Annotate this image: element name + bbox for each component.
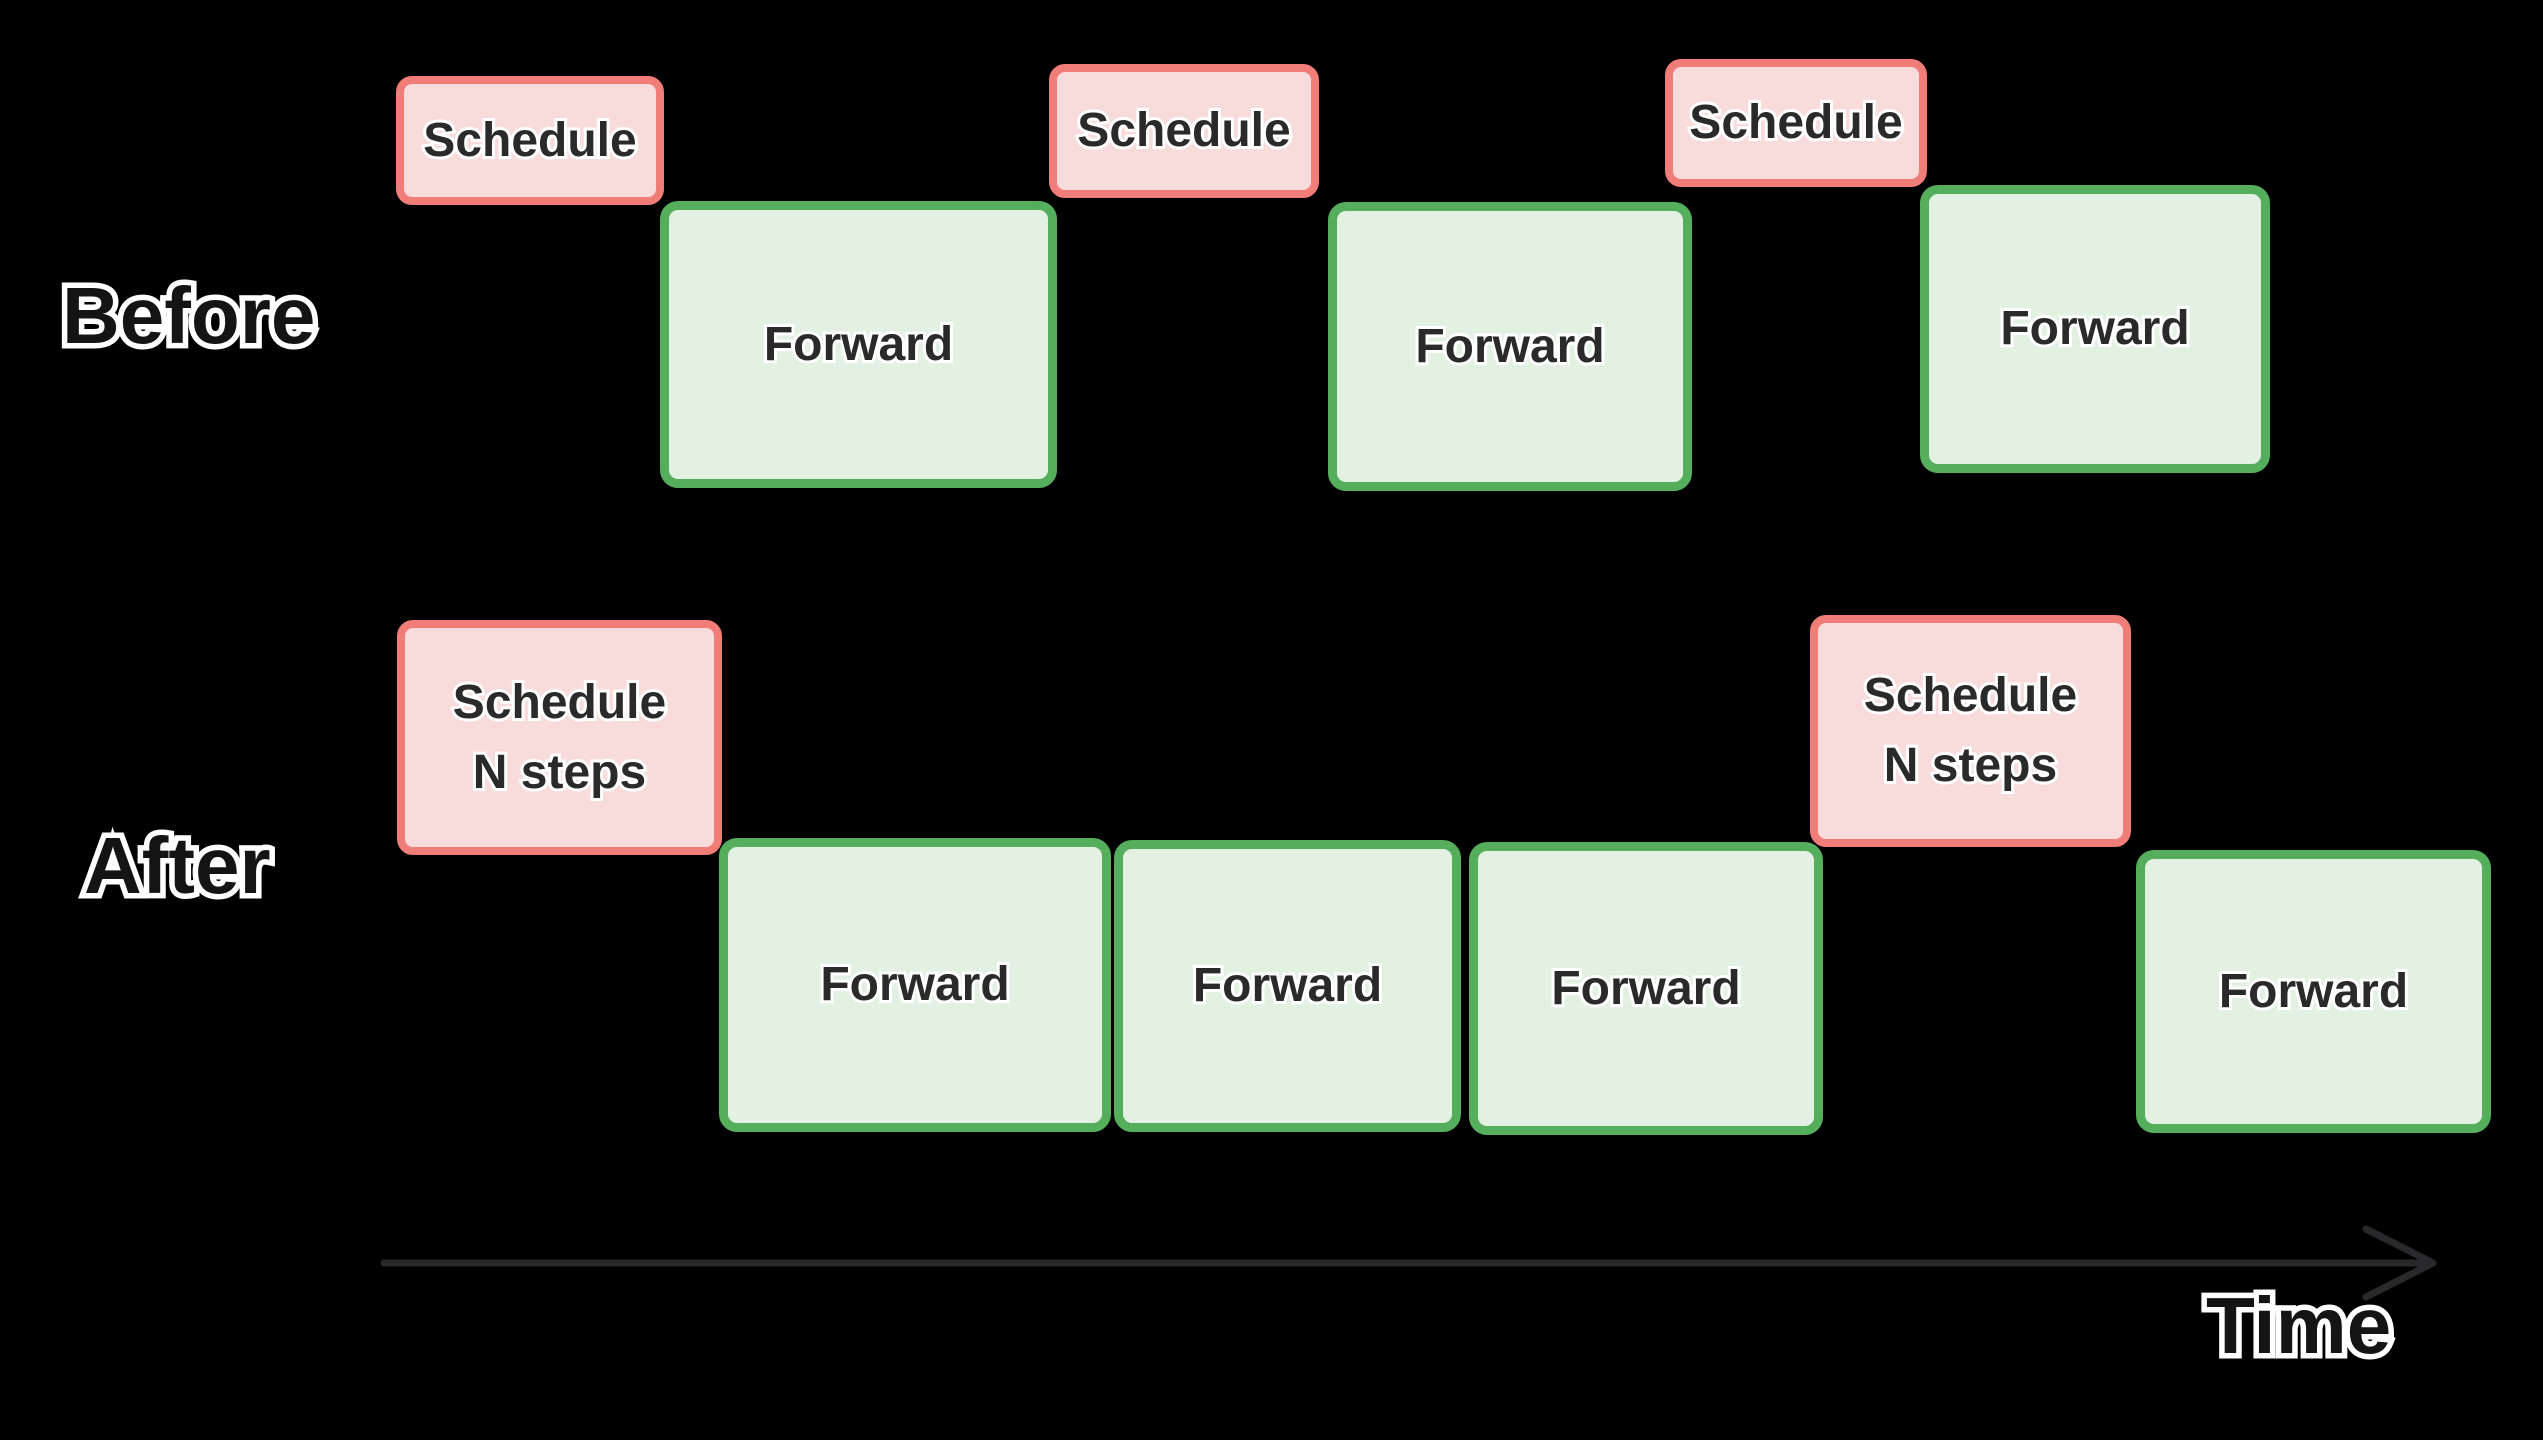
before-schedule-box-1: Schedule Schedule bbox=[396, 76, 664, 205]
label-outline-layer: Forward bbox=[1412, 319, 1607, 373]
label-outline-layer: Time bbox=[2200, 1280, 2396, 1371]
after-schedule-n-steps-box-2: Schedule Schedule N steps N steps bbox=[1810, 615, 2131, 847]
schedule-box-label: Schedule Schedule N steps N steps bbox=[1861, 669, 2080, 793]
forward-box-label: Forward Forward bbox=[1412, 319, 1607, 373]
label-outline-layer: Forward bbox=[2216, 964, 2411, 1018]
before-schedule-box-2: Schedule Schedule bbox=[1049, 64, 1319, 198]
label-outline-layer: Forward bbox=[761, 317, 956, 371]
after-forward-box-3: Forward Forward bbox=[1469, 842, 1823, 1135]
schedule-box-line-1: Schedule Schedule bbox=[450, 675, 669, 729]
before-forward-box-2: Forward Forward bbox=[1328, 202, 1692, 491]
label-outline-layer: Schedule bbox=[450, 675, 669, 729]
time-axis-label: Time Time bbox=[2200, 1280, 2396, 1371]
after-schedule-n-steps-box-1: Schedule Schedule N steps N steps bbox=[397, 620, 722, 855]
label-outline-layer: Schedule bbox=[1686, 96, 1905, 150]
before-row-label: Before Before bbox=[56, 270, 320, 361]
label-fill-layer: Schedule bbox=[1077, 104, 1291, 157]
label-fill-layer: Schedule bbox=[452, 675, 667, 729]
label-outline-layer: Schedule bbox=[1861, 669, 2080, 723]
label-fill-layer: After bbox=[84, 821, 271, 910]
label-fill-layer: Before bbox=[62, 271, 316, 360]
before-schedule-box-3: Schedule Schedule bbox=[1665, 59, 1927, 187]
label-outline-layer: Before bbox=[56, 270, 320, 361]
forward-box-label: Forward Forward bbox=[2216, 964, 2411, 1018]
label-fill-layer: Forward bbox=[820, 958, 1010, 1011]
label-fill-layer: Forward bbox=[2218, 964, 2409, 1018]
forward-box-label: Forward Forward bbox=[1190, 959, 1385, 1013]
after-forward-box-4: Forward Forward bbox=[2136, 850, 2491, 1133]
label-fill-layer: N steps bbox=[472, 745, 647, 799]
label-fill-layer: Forward bbox=[763, 317, 954, 371]
label-outline-layer: Forward bbox=[1190, 959, 1385, 1013]
label-outline-layer: Schedule bbox=[420, 113, 639, 167]
schedule-box-label: Schedule Schedule bbox=[420, 113, 639, 167]
label-outline-layer: N steps bbox=[1881, 739, 2060, 793]
label-fill-layer: Schedule bbox=[1689, 96, 1903, 149]
after-forward-box-1: Forward Forward bbox=[719, 838, 1111, 1132]
label-outline-layer: After bbox=[79, 820, 277, 911]
schedule-box-line-2: N steps N steps bbox=[1881, 739, 2060, 793]
label-outline-layer: Forward bbox=[817, 958, 1012, 1012]
schedule-box-line-2: N steps N steps bbox=[470, 745, 649, 799]
schedule-box-label: Schedule Schedule bbox=[1686, 96, 1905, 150]
schedule-box-label: Schedule Schedule bbox=[1074, 104, 1293, 158]
label-fill-layer: Schedule bbox=[423, 113, 637, 167]
label-fill-layer: Forward bbox=[1551, 961, 1741, 1015]
forward-box-label: Forward Forward bbox=[1548, 961, 1743, 1015]
label-fill-layer: N steps bbox=[1883, 739, 2058, 792]
before-forward-box-1: Forward Forward bbox=[660, 201, 1057, 488]
label-outline-layer: Forward bbox=[1997, 302, 2192, 356]
label-fill-layer: Time bbox=[2206, 1281, 2392, 1370]
forward-box-label: Forward Forward bbox=[817, 958, 1012, 1012]
forward-box-label: Forward Forward bbox=[1997, 302, 2192, 356]
schedule-box-line-1: Schedule Schedule bbox=[1861, 669, 2080, 723]
schedule-box-label: Schedule Schedule N steps N steps bbox=[450, 675, 669, 799]
label-fill-layer: Forward bbox=[2000, 302, 2190, 355]
forward-box-label: Forward Forward bbox=[761, 317, 956, 371]
label-outline-layer: Forward bbox=[1548, 961, 1743, 1015]
label-fill-layer: Forward bbox=[1415, 319, 1605, 373]
label-fill-layer: Forward bbox=[1192, 959, 1383, 1012]
before-forward-box-3: Forward Forward bbox=[1920, 185, 2270, 473]
label-outline-layer: N steps bbox=[470, 745, 649, 799]
label-fill-layer: Schedule bbox=[1863, 669, 2078, 722]
after-row-label: After After bbox=[79, 820, 277, 911]
label-outline-layer: Schedule bbox=[1074, 104, 1293, 158]
after-forward-box-2: Forward Forward bbox=[1114, 840, 1461, 1132]
